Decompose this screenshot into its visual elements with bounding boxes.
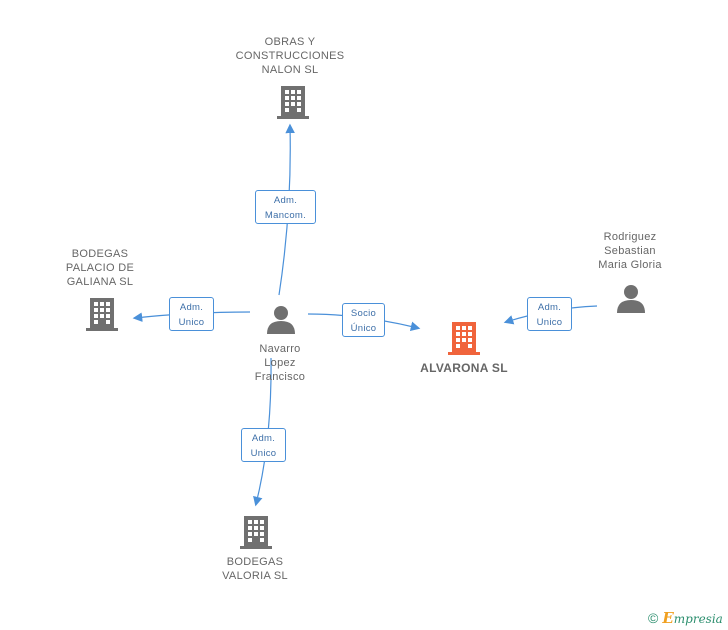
edge-label-navarro-obras: Adm. Mancom. [255,190,316,224]
footer-brand[interactable]: © Empresia [648,609,723,627]
node-label-bodegas-valoria[interactable]: BODEGAS VALORIA SL [222,556,288,582]
node-label-navarro[interactable]: Navarro Lopez Francisco [254,343,306,383]
node-label-rodriguez[interactable]: Rodriguez Sebastian Maria Gloria [598,231,662,271]
node-label-obras[interactable]: OBRAS Y CONSTRUCCIONES NALON SL [235,36,345,76]
building-icon [240,516,272,549]
node-label-bodegas-palacio[interactable]: BODEGAS PALACIO DE GALIANA SL [65,248,135,288]
brand-logo: Empresia [662,609,723,627]
main-building-icon [448,322,480,355]
edge-label-navarro-valoria: Adm. Unico [241,428,286,462]
edge-label-rodriguez-alvarona: Adm. Unico [527,297,572,331]
copyright-symbol: © [648,610,659,626]
person-icon [267,306,295,334]
edge-label-navarro-palacio: Adm. Unico [169,297,214,331]
building-icon [86,298,118,331]
edge-label-navarro-alvarona: Socio Único [342,303,385,337]
node-label-alvarona[interactable]: ALVARONA SL [420,361,508,375]
person-icon [617,285,645,313]
building-icon [277,86,309,119]
